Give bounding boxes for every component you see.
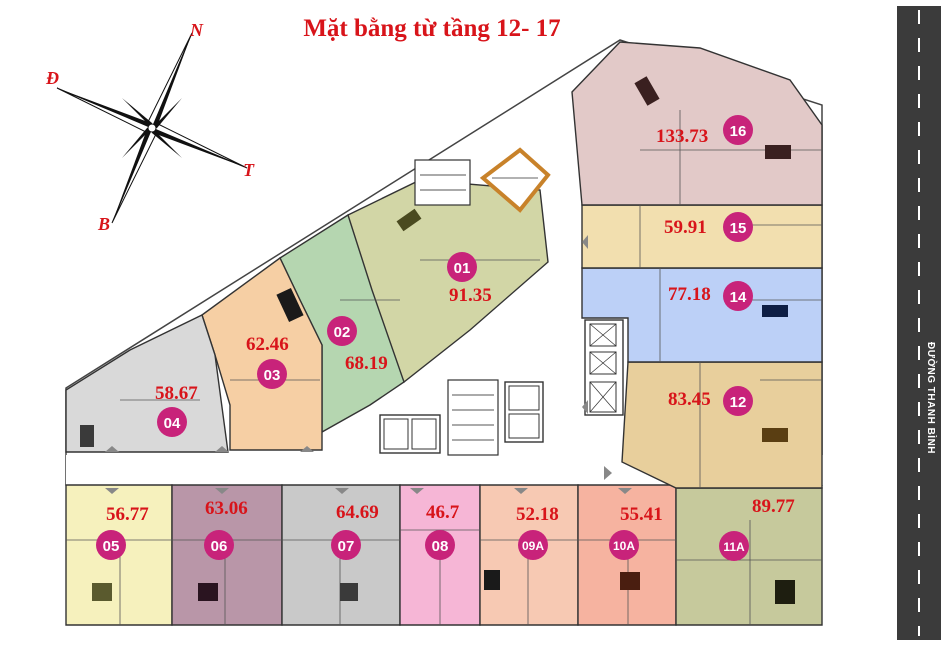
unit-04[interactable] [65,314,229,453]
unit-12-area: 83.45 [668,389,711,410]
unit-15-code: 15 [730,220,747,237]
unit-02-code: 02 [334,324,351,341]
unit-06-badge[interactable] [204,530,234,560]
unit-11a-badge[interactable] [719,531,749,561]
compass-south-label: B [97,214,110,234]
unit-07-area: 64.69 [336,502,379,523]
unit-15-badge[interactable] [723,212,753,242]
compass-north-label: N [189,20,204,40]
unit-labels: 01 91.35 02 68.19 03 62.46 04 58.67 05 5… [96,115,795,561]
unit-16[interactable] [571,41,823,206]
unit-01-badge[interactable] [447,252,477,282]
unit-08-area: 46.7 [426,502,460,523]
compass-rose [56,32,248,224]
unit-12[interactable] [621,361,823,489]
unit-14-code: 14 [730,289,747,306]
unit-12-badge[interactable] [723,386,753,416]
unit-02-badge[interactable] [327,316,357,346]
road-label: ĐƯỜNG THANH BÌNH [925,342,938,454]
furniture-markers [80,76,795,604]
unit-03-code: 03 [264,367,281,384]
unit-03-area: 62.46 [246,334,289,355]
page-title: Mặt bằng từ tầng 12- 17 [303,15,560,42]
interior-walls [66,110,822,625]
unit-08-badge[interactable] [425,530,455,560]
unit-08-code: 08 [432,538,449,555]
unit-07-code: 07 [338,538,355,555]
unit-15-area: 59.91 [664,217,707,238]
door-markers [105,235,632,494]
unit-03-badge[interactable] [257,359,287,389]
unit-07-badge[interactable] [331,530,361,560]
unit-05-area: 56.77 [106,504,149,525]
unit-16-code: 16 [730,123,747,140]
unit-02-area: 68.19 [345,353,388,374]
compass-west-label: T [243,160,255,180]
unit-05-badge[interactable] [96,530,126,560]
unit-14-area: 77.18 [668,284,711,305]
unit-10a-badge[interactable] [609,530,639,560]
unit-10a-code: 10A [613,539,635,553]
unit-12-code: 12 [730,394,747,411]
unit-16-area: 133.73 [656,126,708,147]
unit-05-code: 05 [103,538,120,555]
unit-10a-area: 55.41 [620,504,663,525]
road: ĐƯỜNG THANH BÌNH [897,6,941,640]
unit-09a-area: 52.18 [516,504,559,525]
unit-04-area: 58.67 [155,383,198,404]
unit-11a[interactable] [675,487,823,626]
unit-01-code: 01 [454,260,471,277]
elevator-core [379,147,624,456]
unit-14-badge[interactable] [723,281,753,311]
unit-04-badge[interactable] [157,407,187,437]
unit-04-code: 04 [164,415,181,432]
unit-11a-code: 11A [723,540,745,554]
unit-11a-area: 89.77 [752,496,795,517]
compass-east-label: Đ [45,68,59,88]
unit-09a-code: 09A [522,539,544,553]
unit-16-badge[interactable] [723,115,753,145]
unit-09a-badge[interactable] [518,530,548,560]
unit-06-area: 63.06 [205,498,248,519]
unit-06-code: 06 [211,538,228,555]
unit-01-area: 91.35 [449,285,492,306]
